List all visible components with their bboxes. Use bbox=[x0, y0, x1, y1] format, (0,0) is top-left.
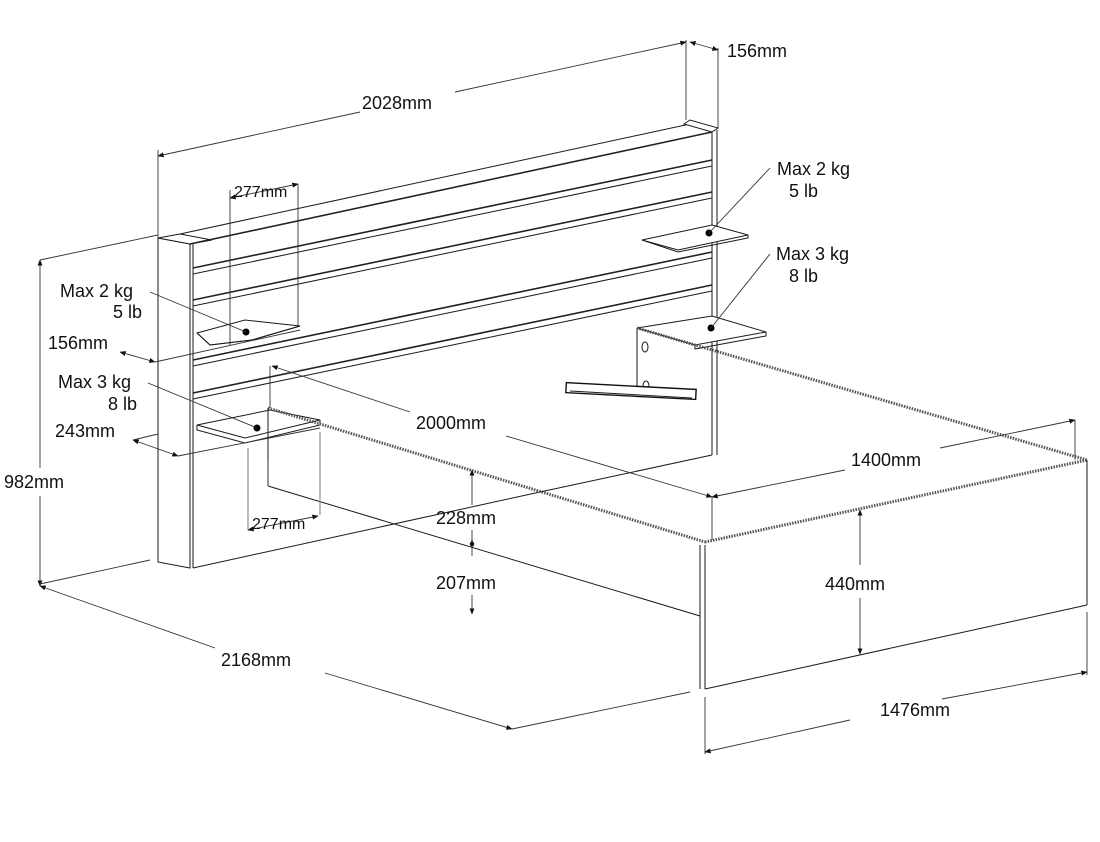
dimension-lines bbox=[37, 40, 1088, 754]
dim-2168 bbox=[39, 585, 216, 649]
shelf-surface bbox=[641, 224, 749, 251]
shelf-front bbox=[694, 332, 767, 350]
footboard-bottom bbox=[704, 604, 1088, 690]
dim-2000b bbox=[505, 435, 713, 498]
load-labels: Max 2 kg 5 lb Max 3 kg 8 lb Max 2 kg 5 l… bbox=[58, 159, 850, 414]
top-rail-edge bbox=[179, 123, 713, 235]
ext-line bbox=[511, 691, 691, 730]
bed-frame bbox=[267, 326, 1088, 690]
label-headboard-depth: 156mm bbox=[727, 41, 787, 61]
shelf-lower-right bbox=[636, 315, 767, 350]
right-post-top bbox=[682, 119, 720, 133]
ext-line bbox=[39, 559, 151, 585]
label-mattress-length: 2000mm bbox=[416, 413, 486, 433]
slat-3b bbox=[192, 257, 713, 367]
load-lower-left-kg: Max 3 kg bbox=[58, 372, 131, 392]
leader-upper-right bbox=[708, 167, 771, 234]
headboard-bottom bbox=[192, 491, 541, 569]
shelf-front bbox=[641, 235, 749, 253]
label-total-length: 2168mm bbox=[221, 650, 291, 670]
dim-2168b bbox=[324, 672, 513, 730]
label-upper-shelf-depth: 156mm bbox=[48, 333, 108, 353]
left-side-rail bbox=[267, 406, 706, 544]
dim-1400b bbox=[939, 418, 1076, 449]
label-headboard-height: 982mm bbox=[4, 472, 64, 492]
shelf-surface bbox=[196, 409, 321, 439]
label-headboard-width: 2028mm bbox=[362, 93, 432, 113]
ext-line bbox=[177, 427, 321, 457]
load-lower-right-lb: 8 lb bbox=[789, 266, 818, 286]
dim-1476b bbox=[941, 670, 1088, 700]
dim-1400 bbox=[711, 469, 846, 499]
headboard-left-post bbox=[157, 237, 191, 569]
load-upper-right-lb: 5 lb bbox=[789, 181, 818, 201]
bar-groove bbox=[569, 390, 693, 399]
dim-2000 bbox=[271, 365, 411, 413]
right-side-rail bbox=[636, 326, 1088, 462]
slat-3 bbox=[192, 251, 713, 361]
dim-156-top bbox=[689, 41, 719, 51]
dim-2028b bbox=[454, 40, 687, 93]
ext-line bbox=[154, 329, 301, 363]
label-footboard-height: 440mm bbox=[825, 574, 885, 594]
leader-lower-left bbox=[147, 382, 258, 429]
leader-lower-right bbox=[710, 253, 771, 329]
headboard-top-rail bbox=[189, 131, 713, 245]
dimension-labels: 2028mm 156mm 277mm 156mm 243mm 982mm 277… bbox=[4, 41, 950, 720]
headboard-slats bbox=[192, 159, 713, 400]
bolt-hole bbox=[641, 341, 649, 353]
slat-1 bbox=[192, 159, 713, 269]
dim-2028 bbox=[157, 111, 361, 158]
label-total-width: 1476mm bbox=[880, 700, 950, 720]
slat-4b bbox=[192, 290, 713, 400]
headboard bbox=[157, 119, 720, 569]
ext-line bbox=[132, 433, 159, 441]
slat-4 bbox=[192, 284, 713, 394]
inner-rail bbox=[539, 454, 713, 493]
load-upper-left-lb: 5 lb bbox=[113, 302, 142, 322]
left-rail-bottom bbox=[267, 485, 701, 617]
shelf-upper-left bbox=[195, 319, 301, 346]
support-bar bbox=[565, 381, 697, 401]
shelf-surface bbox=[636, 315, 767, 346]
dim-277-upper bbox=[229, 182, 299, 200]
label-mattress-width: 1400mm bbox=[851, 450, 921, 470]
label-lower-shelf-depth: 243mm bbox=[55, 421, 115, 441]
load-lower-left-lb: 8 lb bbox=[108, 394, 137, 414]
label-lower-shelf-width: 277mm bbox=[252, 516, 305, 533]
dim-277-lower bbox=[247, 514, 319, 532]
dim-156-left bbox=[119, 351, 156, 363]
shelf-front bbox=[196, 325, 301, 346]
leader-lines bbox=[147, 167, 771, 429]
load-upper-left-kg: Max 2 kg bbox=[60, 281, 133, 301]
dim-243 bbox=[132, 439, 179, 457]
leader-upper-left bbox=[149, 291, 247, 333]
label-ground-clearance: 207mm bbox=[436, 573, 496, 593]
footboard-top bbox=[704, 458, 1088, 544]
ext-line bbox=[39, 234, 159, 261]
slat-1b bbox=[192, 165, 713, 275]
load-lower-right-kg: Max 3 kg bbox=[776, 244, 849, 264]
slat-2b bbox=[192, 197, 713, 307]
shelf-upper-right bbox=[641, 224, 749, 253]
label-upper-shelf-width: 277mm bbox=[234, 184, 287, 201]
label-rail-height: 228mm bbox=[436, 508, 496, 528]
dim-1476 bbox=[704, 719, 851, 754]
shelf-lower-left bbox=[196, 409, 321, 444]
load-upper-right-kg: Max 2 kg bbox=[777, 159, 850, 179]
slat-2 bbox=[192, 191, 713, 301]
